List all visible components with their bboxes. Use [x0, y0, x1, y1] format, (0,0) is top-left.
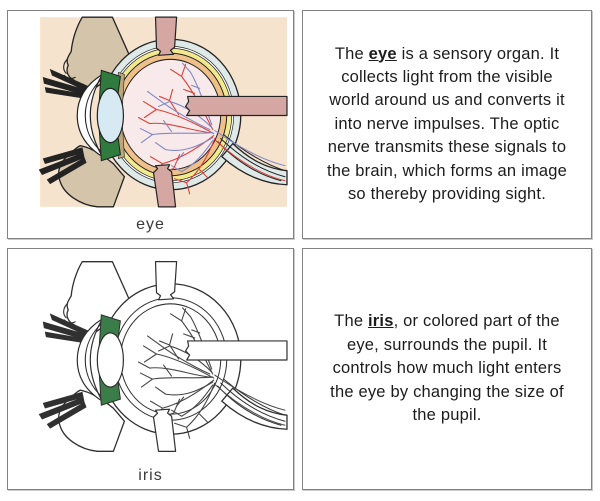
inferior-muscle: [152, 164, 177, 208]
inferior-muscle: [152, 408, 177, 452]
eye-picture-label: eye: [136, 216, 165, 233]
superior-muscle: [154, 261, 178, 301]
eye-cross-section-illustration: [38, 261, 288, 452]
eye-cross-section-illustration: [38, 16, 288, 208]
eye-muscles: [152, 261, 288, 452]
card-iris-picture: iris: [7, 248, 294, 490]
iris-picture-label: iris: [138, 467, 163, 484]
eye-color-illustration: [10, 13, 291, 212]
lens: [96, 332, 125, 388]
card-eye-picture: eye: [7, 10, 294, 239]
eye-term: eye: [368, 44, 397, 63]
optic-nerve-fibers: [214, 130, 286, 182]
card-eye-definition: The eye is a sensory organ. It collects …: [302, 10, 592, 239]
iris-term: iris: [368, 312, 394, 331]
card-iris-definition: The iris, or colored part of the eye, su…: [302, 248, 592, 490]
medial-muscle: [185, 340, 288, 361]
eye-definition-prefix: The: [334, 44, 369, 63]
medial-muscle: [185, 95, 288, 117]
eye-definition-text: The eye is a sensory organ. It collects …: [323, 43, 571, 207]
superior-muscle: [154, 16, 178, 56]
iris-definition-suffix: , or colored part of the eye, surrounds …: [330, 312, 564, 425]
eye-definition-suffix: is a sensory organ. It collects light fr…: [326, 44, 568, 204]
iris-bw-illustration: [10, 251, 291, 463]
lens: [96, 87, 125, 144]
eyelashes-icon: [38, 313, 89, 429]
iris-definition-text: The iris, or colored part of the eye, su…: [323, 310, 571, 427]
cornea-inner-line: [84, 77, 103, 154]
optic-nerve-fibers: [214, 374, 286, 426]
iris-definition-prefix: The: [334, 312, 368, 331]
cornea-inner-line: [84, 322, 103, 398]
eye-muscles: [152, 16, 288, 208]
